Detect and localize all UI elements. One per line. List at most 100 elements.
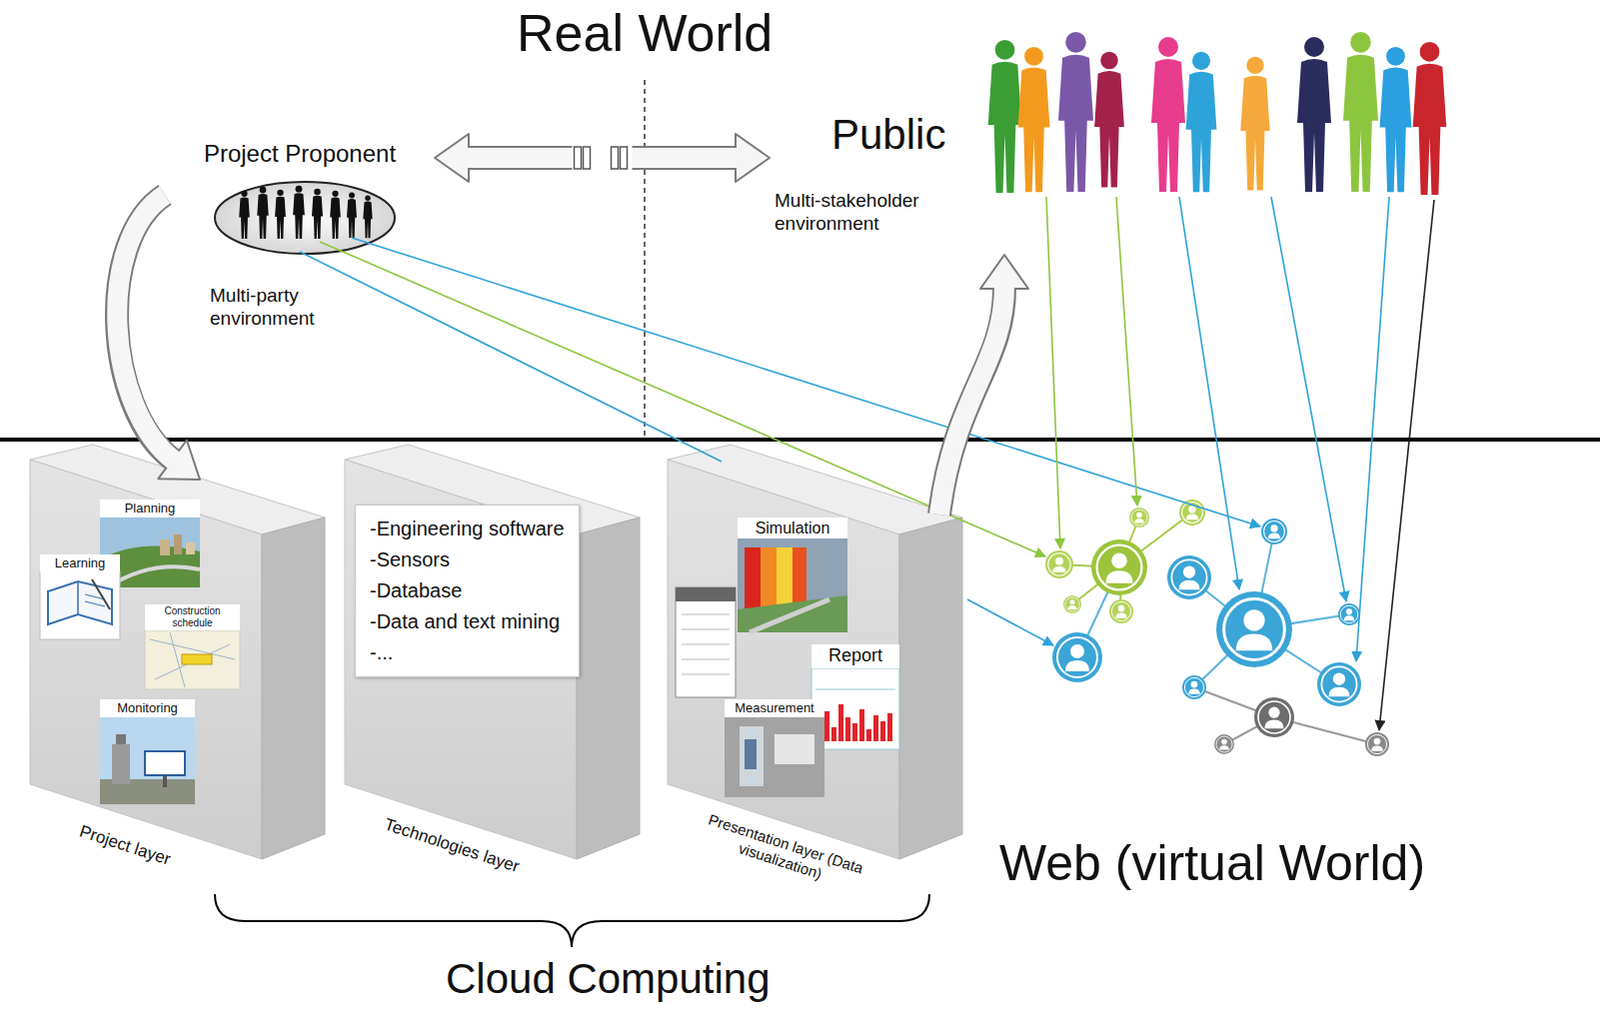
monitoring-picture-part [115, 734, 126, 745]
public-people-part [1413, 41, 1448, 195]
measurement-picture [724, 716, 825, 798]
party-ellipse-part [292, 185, 305, 239]
simulation-picture-part [760, 547, 777, 610]
network-circles-part [1171, 559, 1207, 595]
list-item: -Database [369, 575, 565, 607]
public-people-part [988, 39, 1023, 193]
party-ellipse-part [311, 188, 323, 239]
list-item: -Data and text mining [369, 606, 565, 638]
layer-box-shape-part [899, 517, 963, 860]
public-people-part [1343, 31, 1379, 192]
report-picture-part [815, 689, 896, 691]
simulation-picture-part [792, 547, 807, 610]
public-people-part [1018, 46, 1051, 192]
network-circles-part [1264, 521, 1286, 543]
network-circles-part [1367, 734, 1387, 754]
access-lines-part [1116, 196, 1138, 506]
simulation-picture-part [737, 537, 848, 633]
public-people-part [1297, 36, 1332, 192]
arrow-break [572, 144, 633, 171]
network-circles-part [1179, 499, 1206, 526]
planning-picture-part [107, 566, 200, 588]
table-card-part [681, 614, 730, 616]
network-circles-part [1097, 545, 1143, 591]
access-lines-part [1179, 196, 1240, 590]
monitoring-picture-part [99, 716, 195, 805]
schedule-picture [144, 630, 240, 690]
network-circles-part [1129, 507, 1150, 528]
layer-box: Presentation layer (Data visualization)S… [667, 514, 968, 900]
public-people-part [1240, 56, 1270, 191]
network-circles-part [1254, 697, 1295, 738]
schedule-picture-part [149, 632, 235, 688]
thumbnail: Planning [99, 499, 200, 588]
access-lines-part [1356, 196, 1390, 662]
thumbnail-label: Monitoring [99, 699, 195, 718]
world-divider [0, 437, 1600, 442]
access-lines-part [351, 237, 1261, 527]
network-circles-part [1261, 518, 1288, 545]
network-circles-part [1340, 605, 1359, 624]
layer-box-shape-part [261, 517, 325, 860]
layer-label: Technologies layer [381, 814, 522, 878]
table-card-part [681, 674, 730, 676]
thumbnail-label: Report [811, 644, 900, 669]
access-lines-part [1046, 196, 1061, 549]
thumbnail-label: Simulation [737, 517, 848, 539]
network-circles-part [1045, 550, 1074, 579]
network-circles-part [1224, 599, 1286, 661]
planning-picture-part [173, 534, 182, 555]
network-circles-part [1338, 603, 1361, 626]
layer-box-shape-part [29, 459, 262, 860]
party-ellipse-part [274, 189, 286, 239]
layer-box-shape [344, 444, 640, 860]
list-item: -... [369, 637, 565, 669]
arrow-fill [939, 285, 1005, 515]
network-circles-part [1063, 595, 1082, 614]
report-picture-part [866, 729, 872, 742]
network-circles-part [1052, 632, 1103, 683]
network-links [1059, 512, 1378, 745]
break-mark [574, 146, 582, 169]
schedule-picture-part [144, 630, 240, 690]
group-label: Cloud Computing [445, 954, 771, 1005]
group-heading: Project Proponent [164, 139, 435, 169]
measurement-picture-part [744, 739, 757, 770]
simulation-picture-part [744, 547, 761, 610]
thumbnail: Measurement [724, 699, 825, 798]
party-ellipse-part [329, 190, 341, 239]
list-item: -Engineering software [369, 513, 565, 545]
monitoring-picture-part [144, 751, 185, 776]
thumbnail: Learning [39, 554, 120, 640]
network-circles-part [1216, 736, 1233, 753]
report-picture-part [811, 668, 900, 750]
learning-picture-part [84, 601, 105, 607]
thumbnail-label: Construction schedule [144, 604, 240, 631]
network-circles-part [1258, 701, 1291, 734]
group-note: Multi-party environment [209, 284, 360, 331]
report-picture-part [859, 709, 865, 742]
access-lines-part [967, 599, 1054, 646]
layer-label: Project layer [76, 821, 173, 871]
table-card-part [681, 644, 730, 646]
network-circles-part [1057, 637, 1098, 678]
thumbnail-label: Measurement [724, 699, 825, 718]
hollow-arrow [116, 194, 200, 480]
access-lines-part [299, 251, 722, 462]
network-circles-part [1131, 509, 1148, 526]
arrow-fill [116, 194, 175, 462]
hollow-arrow [939, 254, 1029, 515]
party-ellipse-part [346, 192, 357, 239]
party-ellipse-part [238, 190, 250, 239]
learning-picture [39, 571, 120, 640]
report-picture [811, 668, 900, 750]
monitoring-picture-part [162, 775, 167, 788]
public-people-part [1151, 36, 1186, 192]
network-circles-part [1091, 539, 1148, 596]
schedule-picture-part [181, 654, 212, 665]
report-picture-part [838, 704, 844, 742]
diagram-title: Real World [516, 1, 773, 64]
network-circles-part [1109, 599, 1134, 624]
technology-panel: -Engineering software-Sensors-Database-D… [354, 504, 580, 678]
table-card-part [675, 587, 736, 698]
